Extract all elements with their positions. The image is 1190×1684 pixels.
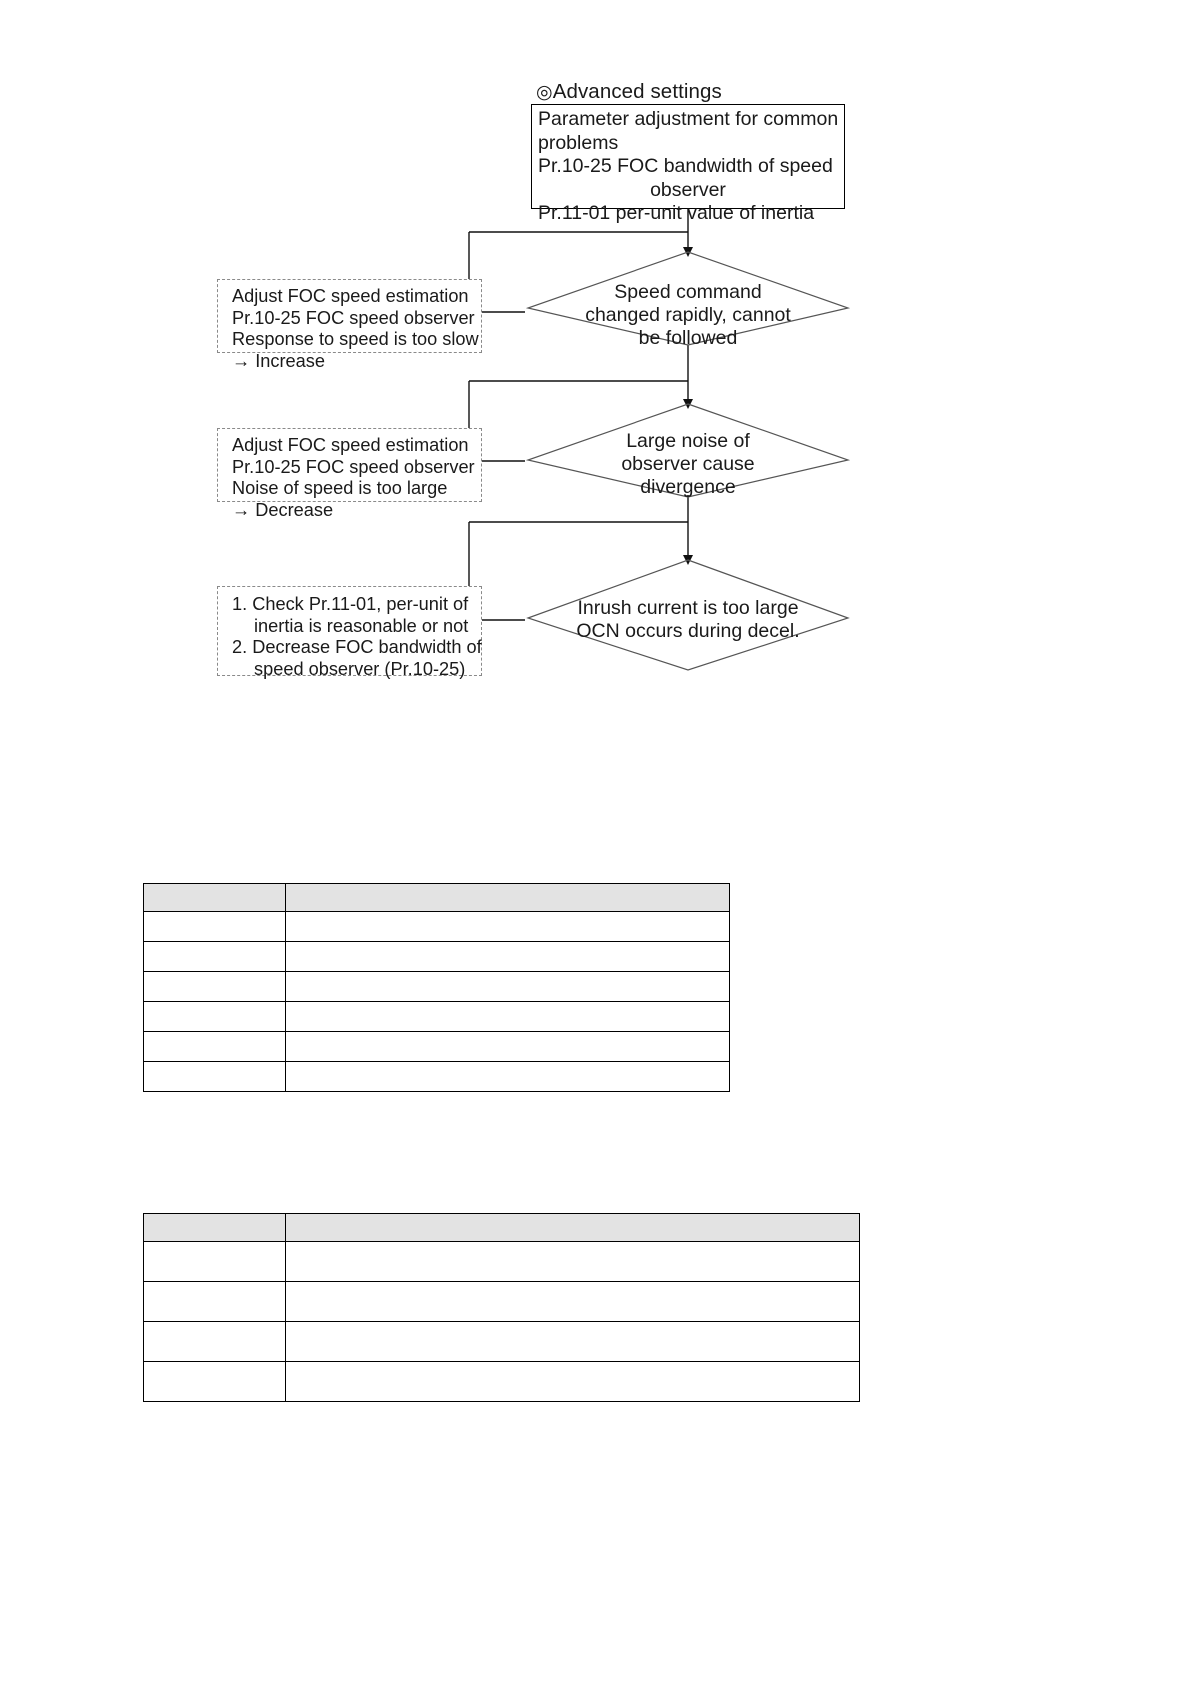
table-upper-cell-4-2 [285, 1001, 730, 1032]
top-box-line-3: Pr.10-25 FOC bandwidth of speed [538, 155, 833, 177]
table-upper-cell-1-1 [143, 911, 286, 942]
table-upper-cell-2-1 [143, 941, 286, 972]
decision-label-3: Inrush current is too large OCN occurs d… [528, 597, 848, 643]
table-row [143, 1361, 860, 1402]
table-lower-header-cell-1 [143, 1213, 286, 1242]
table-lower-cell-4-1 [143, 1361, 286, 1402]
action-box-increase: Adjust FOC speed estimation Pr.10-25 FOC… [217, 279, 482, 371]
table-upper-cell-3-1 [143, 971, 286, 1002]
table-row [143, 1321, 860, 1362]
decision-shape-1 [525, 251, 851, 346]
top-box-line-1: Parameter adjustment for common [538, 108, 839, 130]
action-box-1-line-3: Response to speed is too slow [232, 329, 479, 349]
advanced-settings-label: Advanced settings [552, 80, 722, 103]
action-box-3-line-4: speed observer (Pr.10-25) [254, 658, 466, 679]
table-upper-header-cell-2 [285, 883, 730, 912]
table-upper-cell-3-2 [285, 971, 730, 1002]
table-row [143, 971, 730, 1002]
table-row [143, 1281, 860, 1322]
table-lower [143, 1213, 860, 1402]
table-row [143, 1001, 730, 1032]
top-box-line-5: Pr.11-01 per-unit value of inertia [538, 202, 815, 224]
table-row [143, 911, 730, 942]
decision-2-line-2: observer cause [621, 453, 755, 475]
flowchart: ◎Advanced settings Parameter adjustment … [0, 0, 1190, 720]
action-box-3-line-2: inertia is reasonable or not [254, 615, 469, 636]
table-upper-cell-5-1 [143, 1031, 286, 1062]
table-upper-header-cell-1 [143, 883, 286, 912]
action-box-1-line-2: Pr.10-25 FOC speed observer [232, 307, 475, 328]
action-box-2-line-2: Pr.10-25 FOC speed observer [232, 456, 475, 477]
table-upper-cell-4-1 [143, 1001, 286, 1032]
action-box-decrease: Adjust FOC speed estimation Pr.10-25 FOC… [217, 428, 482, 520]
table-lower-header-row [143, 1213, 860, 1242]
decision-shape-2 [525, 403, 851, 498]
top-box-line-4: observer [650, 178, 726, 201]
table-upper-cell-5-2 [285, 1031, 730, 1062]
action-box-check-inertia: 1. Check Pr.11-01, per-unit of inertia i… [217, 586, 482, 679]
decision-1-line-3: be followed [638, 327, 738, 349]
table-upper-cell-1-2 [285, 911, 730, 942]
table-lower-cell-1-2 [285, 1241, 860, 1282]
advanced-settings-heading: ◎Advanced settings [536, 80, 722, 104]
table-lower-cell-2-2 [285, 1281, 860, 1322]
action-box-1-line-1: Adjust FOC speed estimation [232, 286, 469, 306]
decision-3-line-2: OCN occurs during decel. [576, 620, 800, 642]
top-box-line-2: problems [538, 131, 619, 154]
table-lower-cell-1-1 [143, 1241, 286, 1282]
decision-label-2: Large noise of observer cause divergence [528, 430, 848, 499]
table-upper-cell-6-2 [285, 1061, 730, 1092]
action-box-2-line-1: Adjust FOC speed estimation [232, 435, 469, 455]
decision-3-line-1: Inrush current is too large [577, 597, 799, 619]
action-box-2-line-4: → Decrease [232, 499, 334, 520]
decision-label-1: Speed command changed rapidly, cannot be… [528, 281, 848, 350]
decision-1-line-1: Speed command [614, 281, 762, 303]
action-box-2-line-3: Noise of speed is too large [232, 478, 448, 498]
decision-2-line-3: divergence [640, 476, 736, 498]
parameter-adjustment-box: Parameter adjustment for common problems… [531, 104, 845, 224]
table-lower-cell-4-2 [285, 1361, 860, 1402]
action-box-3-line-1: 1. Check Pr.11-01, per-unit of [232, 594, 469, 614]
decision-shape-3 [526, 559, 850, 671]
table-lower-cell-3-2 [285, 1321, 860, 1362]
table-upper-cell-2-2 [285, 941, 730, 972]
table-row [143, 1241, 860, 1282]
action-box-3-line-3: 2. Decrease FOC bandwidth of [232, 637, 482, 657]
double-circle-icon: ◎ [536, 82, 553, 103]
table-upper [143, 883, 730, 1092]
table-upper-cell-6-1 [143, 1061, 286, 1092]
decision-1-line-2: changed rapidly, cannot [585, 304, 791, 326]
decision-2-line-1: Large noise of [626, 430, 750, 452]
table-lower-header-cell-2 [285, 1213, 860, 1242]
table-row [143, 1061, 730, 1092]
table-row [143, 1031, 730, 1062]
action-box-1-line-4: → Increase [232, 350, 325, 371]
table-lower-cell-2-1 [143, 1281, 286, 1322]
table-upper-header-row [143, 883, 730, 912]
table-row [143, 941, 730, 972]
table-lower-cell-3-1 [143, 1321, 286, 1362]
